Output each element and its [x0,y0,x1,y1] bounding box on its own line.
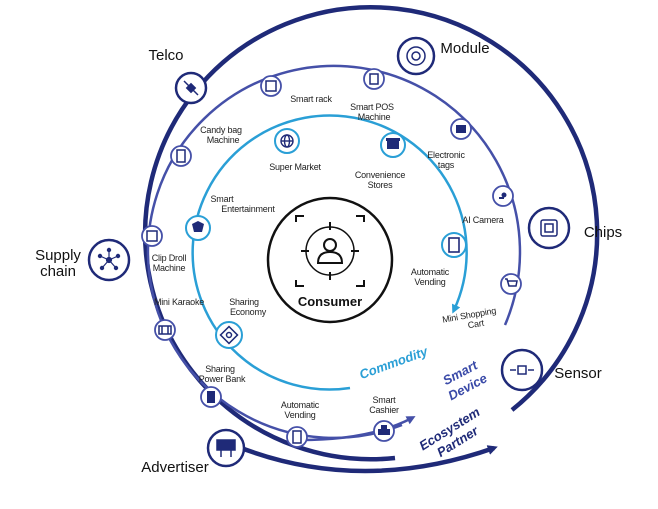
convenience-stores-node[interactable]: Convenience Stores [355,132,406,190]
supply-chain-node[interactable]: Supply chain [35,238,131,282]
mini-shopping-cart-node[interactable]: Mini Shopping Cart [441,273,522,335]
smart-pos-node[interactable]: Smart POS Machine [350,68,394,122]
svg-text:Automatic: Automatic [281,400,320,410]
electronic-tags-node[interactable]: Electronic tags [427,118,472,170]
smart-rack-label: Smart rack [290,94,332,104]
smart-cashier-node[interactable]: Smart Cashier [369,395,399,442]
ai-camera-label: AI Camera [462,215,503,225]
commodity-label: Commodity [357,343,430,382]
billboard-icon [216,439,236,457]
svg-text:Machine: Machine [207,135,240,145]
chip-icon [540,219,558,237]
module-node[interactable]: Module [396,36,490,76]
tag-icon [456,125,466,133]
pos-icon [369,73,379,85]
sharing-icon [219,325,239,345]
entertainment-icon [192,221,204,232]
clip-doll-machine-node[interactable]: Clip Droll Machine [141,225,187,273]
sharing-economy-node[interactable]: Sharing Economy [215,297,267,349]
vending-icon-inner [448,237,460,253]
network-icon [97,247,121,271]
svg-text:Clip Droll: Clip Droll [152,253,187,263]
super-market-label: Super Market [269,162,321,172]
consumer-icon [295,215,365,287]
svg-text:Vending: Vending [284,410,315,420]
svg-text:Candy bag: Candy bag [200,125,242,135]
chips-label: Chips [584,224,622,241]
consumer-node[interactable]: Consumer [266,196,394,324]
telco-node[interactable]: Telco [148,47,208,105]
camera-icon [499,192,507,199]
automatic-vending-outer-node[interactable]: Automatic Vending [281,400,320,448]
svg-text:Sharing: Sharing [205,364,235,374]
sensor-node[interactable]: Sensor [500,348,602,392]
vending-machine-icon [292,430,302,444]
advertiser-label: Advertiser [141,459,209,476]
smart-rack-node[interactable]: Smart rack [260,75,333,104]
smart-entertainment-node[interactable]: Smart Entertainment [185,194,276,241]
super-market-node[interactable]: Super Market [269,128,322,172]
svg-text:Cashier: Cashier [369,405,399,415]
telco-label: Telco [148,47,183,64]
automatic-vending-node[interactable]: Automatic Vending [411,232,467,287]
svg-text:Vending: Vending [414,277,445,287]
svg-text:Stores: Stores [368,180,394,190]
karaoke-icon [158,325,172,335]
satellite-icon [183,80,199,96]
svg-text:Economy: Economy [230,307,267,317]
svg-text:Smart: Smart [372,395,396,405]
svg-text:Convenience: Convenience [355,170,406,180]
cart-icon [505,278,518,287]
module-label: Module [440,40,489,57]
supply-chain-label-2: chain [40,263,76,280]
middle-ring [146,64,522,440]
svg-text:Automatic: Automatic [411,267,450,277]
svg-text:Smart: Smart [210,194,234,204]
middle-ring-tail [299,416,416,442]
consumer-label: Consumer [298,294,362,309]
svg-text:tags: tags [438,160,455,170]
mini-karaoke-label: Mini Karaoke [154,297,204,307]
chips-node[interactable]: Chips [527,206,622,250]
smart-device-label: Smart Device [440,357,489,403]
svg-text:Electronic: Electronic [427,150,465,160]
vending-icon [176,149,186,163]
module-chip-icon [406,46,426,66]
outer-ring-tail [235,443,498,474]
store-icon [386,138,400,149]
advertiser-node[interactable]: Advertiser [141,428,246,476]
svg-text:Power Bank: Power Bank [199,374,246,384]
candy-bag-machine-node[interactable]: Candy bag Machine [170,125,242,167]
mini-karaoke-node[interactable]: Mini Karaoke [154,297,204,341]
ecosystem-partner-label: Ecosystem Partner [416,404,483,460]
svg-text:Machine: Machine [153,263,186,273]
cashier-icon [378,425,390,435]
rack-icon [265,80,277,92]
supply-chain-label-1: Supply [35,247,81,264]
inner-ring [191,114,468,391]
sensor-label: Sensor [554,365,602,382]
sensor-icon [510,365,534,375]
sharing-power-bank-node[interactable]: Sharing Power Bank [199,364,246,408]
svg-text:Cart: Cart [467,318,485,331]
svg-text:Sharing: Sharing [229,297,259,307]
claw-icon [146,230,158,242]
svg-text:Entertainment: Entertainment [221,204,275,214]
ai-camera-node[interactable]: AI Camera [462,185,514,225]
globe-icon [280,134,294,148]
power-bank-icon [207,391,215,403]
svg-text:Machine: Machine [358,112,391,122]
svg-text:Smart POS: Smart POS [350,102,394,112]
